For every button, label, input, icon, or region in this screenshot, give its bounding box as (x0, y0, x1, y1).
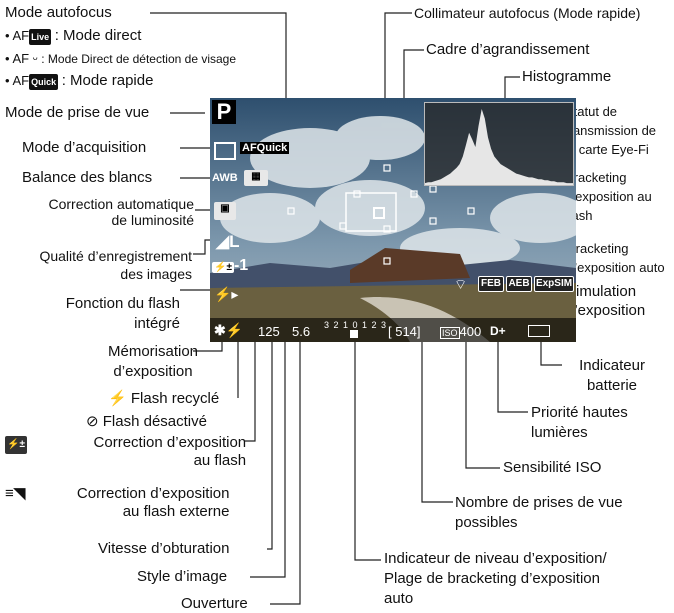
flash-comp-value: ⚡±-1 (212, 257, 249, 274)
af-points (287, 164, 475, 265)
label-aperture: Ouverture (181, 595, 248, 612)
awb-icon: AWB (212, 172, 238, 184)
alo-icon: ▣ (214, 202, 236, 220)
label-magnify: Cadre d’agrandissement (426, 41, 590, 58)
flash-comp-icon: ⚡± (5, 436, 27, 454)
flash-disabled-icon: ⊘ (86, 413, 99, 430)
histogram-graph (425, 109, 573, 185)
af-point-selected (373, 207, 385, 219)
live-view-screen: P AFQuick AWB ▦ ▣ ◢L ⚡±-1 ⚡▸ ⌔ FEB AEB E… (210, 98, 576, 342)
label-highlight: Priorité hautes lumières (531, 404, 628, 441)
highlight-tone-icon: D+ (490, 324, 506, 338)
histogram (424, 102, 574, 186)
label-shutter: Vitesse d’obturation (98, 540, 230, 557)
exposure-scale: 3 2 1 0 1 2 3 (324, 320, 388, 330)
label-feb: Bracketing d’exposition au flash (565, 170, 652, 223)
aperture-value: 5.6 (292, 324, 311, 339)
line-shots (421, 337, 453, 503)
eyefi-icon: ⌔ (454, 276, 468, 292)
ext-flash-icon: ≡◥ (5, 485, 26, 502)
label-battery: Indicateur batterie (579, 357, 645, 394)
line-style (250, 337, 286, 578)
af-mode-face: • AF ᵕ : Mode Direct de détection de vis… (5, 51, 237, 66)
exposure-level-marker (350, 330, 358, 338)
label-quality: Qualité d’enregistrement des images (39, 248, 192, 282)
label-eyefi: Statut de transmission de la carte Eye-F… (565, 104, 657, 157)
label-picture-style: Style d’image (137, 568, 228, 585)
af-face-icon: AF ᵕ (12, 51, 38, 66)
label-ext-flash-comp: ≡◥ Correction d’exposition au flash exte… (5, 485, 230, 520)
shutter-value: 125 (258, 324, 280, 339)
shooting-mode-icon: P (212, 100, 236, 124)
label-flash: Fonction du flash intégré (65, 295, 180, 332)
line-shutter (267, 337, 273, 550)
shots-remaining: [ 514] (388, 324, 421, 339)
label-alo: Correction automatique de luminosité (48, 196, 194, 228)
label-histogram: Histogramme (522, 68, 612, 85)
aeb-icon: AEB (506, 276, 532, 292)
label-exp-level: Indicateur de niveau d’exposition/ Plage… (384, 550, 607, 607)
label-flash-disabled: ⊘ Flash désactivé (86, 413, 207, 430)
label-af-point: Collimateur autofocus (Mode rapide) (414, 5, 641, 21)
line-highlight (497, 337, 528, 413)
line-exp-level (354, 337, 381, 561)
label-aeb: Bracketing d’exposition auto (567, 241, 665, 275)
label-drive-mode: Mode d’acquisition (22, 139, 147, 156)
label-exp-sim: Simulation d’exposition (566, 283, 646, 319)
flash-function-icon: ⚡▸ (214, 286, 239, 302)
iso-icon: ISO (440, 327, 460, 339)
label-flash-comp: ⚡± Correction d’exposition au flash (5, 434, 247, 469)
label-ae-lock: Mémorisation d’exposition (107, 343, 199, 380)
drive-mode-icon (214, 142, 236, 160)
line-iso (465, 337, 500, 469)
flash-ready-icon: ⚡ (108, 390, 127, 407)
line-flash-comp (245, 337, 256, 442)
ae-lock-icon: ✱⚡ (214, 322, 244, 338)
label-white-balance: Balance des blancs (22, 169, 153, 186)
picture-style-icon: ▦ (244, 170, 268, 186)
quality-icon: ◢L (216, 232, 240, 251)
label-iso: Sensibilité ISO (503, 459, 602, 476)
feb-icon: FEB (478, 276, 504, 292)
exp-sim-icon: ExpSIM (534, 276, 574, 292)
af-mode-title: Mode autofocus (5, 4, 112, 21)
label-shooting-mode: Mode de prise de vue (5, 104, 150, 121)
histogram-curve (425, 109, 573, 185)
battery-icon (528, 325, 550, 337)
label-flash-ready: ⚡ Flash recyclé (108, 390, 220, 407)
label-shots: Nombre de prises de vue possibles (455, 494, 623, 531)
af-quick-indicator: AFQuick (240, 142, 290, 154)
flash-comp-screen-icon: ⚡± (212, 262, 234, 273)
magnify-frame (345, 192, 397, 232)
line-aperture (270, 337, 301, 605)
info-bar (210, 318, 576, 342)
